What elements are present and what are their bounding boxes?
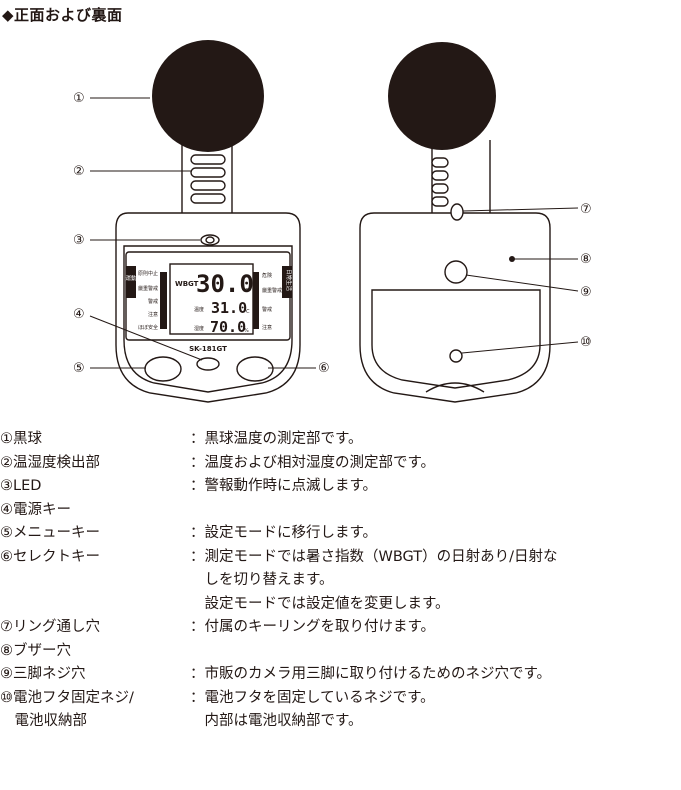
lcd-hum-label: 湿度 <box>194 325 204 332</box>
lcd-left-level: 注意 <box>148 311 158 318</box>
item-text: ：設定モードに移行します。 <box>190 525 378 541</box>
back-sensor-slot <box>431 157 449 168</box>
ring-hole <box>450 203 464 221</box>
lcd-temp-unit: ℃ <box>244 309 250 315</box>
select-key-outline <box>236 356 274 382</box>
lcd-temp-label: 温度 <box>194 306 204 313</box>
item-term: ⑧ブザー穴 <box>0 642 71 659</box>
list-item: ⑩電池フタ固定ネジ/ 電池収納部 ：電池フタを固定しているネジです。 内部は電池収… <box>0 687 681 734</box>
battery-screw <box>449 349 463 363</box>
lcd-hum-unit: % <box>244 328 249 334</box>
list-item: ⑦リング通し穴 ：付属のキーリングを取り付けます。 <box>0 616 681 640</box>
lcd-hum-value: 70.0 <box>210 318 246 336</box>
item-text <box>190 640 681 664</box>
item-text: ：電池フタを固定しているネジです。 内部は電池収納部です。 <box>190 689 435 730</box>
lcd-left-level: 原則中止 <box>138 270 158 277</box>
back-view <box>359 140 551 403</box>
item-text: ：温度および相対湿度の測定部です。 <box>190 454 436 471</box>
model-number: SK-181GT <box>189 345 227 353</box>
list-item: ②温湿度検出部 ：温度および相対湿度の測定部です。 <box>0 452 681 476</box>
lcd-right-levelbar <box>253 272 259 329</box>
callout-6: ⑥ <box>318 361 330 376</box>
list-item: ①黒球 ：黒球温度の測定部です。 <box>0 428 681 452</box>
lcd-left-tab <box>126 266 136 298</box>
parts-description-list: ①黒球 ：黒球温度の測定部です。 ②温湿度検出部 ：温度および相対湿度の測定部です。… <box>0 428 681 734</box>
item-term: ③LED <box>0 478 42 494</box>
lcd-wbgt-value: 30.0 <box>196 270 254 298</box>
front-face-panel <box>123 245 293 393</box>
list-item: ③LED ：警報動作時に点滅します。 <box>0 475 681 499</box>
item-term: ①黒球 <box>0 431 42 447</box>
item-term: ⑥セレクトキー <box>0 548 100 565</box>
item-text: ：付属のキーリングを取り付けます。 <box>190 619 436 635</box>
callout-4: ④ <box>73 307 85 322</box>
device-diagram: 運動 日常生活 原則中止 厳重警戒 警戒 注意 ほぼ安全 危険 厳重警戒 警戒 … <box>73 40 592 403</box>
list-item: ⑥セレクトキー ：測定モードでは暑さ指数（WBGT）の日射あり/日射な しを切り替… <box>0 546 681 617</box>
callout-9: ⑨ <box>580 285 592 300</box>
back-sensor-slot <box>431 183 449 194</box>
callout-10: ⑩ <box>580 335 592 350</box>
item-term: ⑤メニューキー <box>0 525 100 541</box>
lcd-left-tab-label: 運動 <box>125 274 137 282</box>
front-black-globe <box>152 40 264 152</box>
lcd-right-level: 厳重警戒 <box>262 287 282 294</box>
item-term: ⑦リング通し穴 <box>0 619 100 635</box>
lcd-left-levelbar <box>160 272 167 329</box>
back-sensor-slot <box>431 196 449 207</box>
callout-3: ③ <box>73 233 85 248</box>
power-key-outline <box>196 357 220 371</box>
item-text <box>190 499 681 523</box>
list-item: ⑧ブザー穴 <box>0 640 681 664</box>
item-term: ⑩電池フタ固定ネジ/ 電池収納部 <box>0 689 134 730</box>
callout-7: ⑦ <box>580 202 592 217</box>
list-item: ④電源キー <box>0 499 681 523</box>
item-text: ：警報動作時に点滅します。 <box>190 478 378 494</box>
back-sensor-slot <box>431 170 449 181</box>
lcd-wbgt-label: WBGT <box>175 280 199 288</box>
battery-cover-notch <box>425 382 485 393</box>
sensor-slot <box>190 180 226 191</box>
callout-5: ⑤ <box>73 361 85 376</box>
item-text: ：測定モードでは暑さ指数（WBGT）の日射あり/日射な しを切り替えます。 設定… <box>190 548 558 612</box>
lcd-right-level: 注意 <box>262 324 272 331</box>
lcd-right-level: 警戒 <box>262 306 272 313</box>
section-heading: ◆正面および裏面 <box>2 6 123 24</box>
lcd-left-level: ほぼ安全 <box>138 324 158 331</box>
list-item: ⑤メニューキー ：設定モードに移行します。 <box>0 522 681 546</box>
callout-numbers: ① ② ③ ④ ⑤ ⑥ ⑦ ⑧ ⑨ ⑩ <box>73 91 592 376</box>
back-black-globe <box>388 42 496 150</box>
callout-2: ② <box>73 164 85 179</box>
tripod-hole <box>444 260 468 284</box>
front-view <box>115 140 301 403</box>
lcd-content: 運動 日常生活 原則中止 厳重警戒 警戒 注意 ほぼ安全 危険 厳重警戒 警戒 … <box>125 269 293 353</box>
lcd-right-tab <box>282 266 292 298</box>
lcd-left-level: 厳重警戒 <box>138 285 158 292</box>
item-term: ②温湿度検出部 <box>0 454 100 471</box>
lcd-wbgt-unit: ℃ <box>243 288 249 294</box>
item-text: ：市販のカメラ用三脚に取り付けるためのネジ穴です。 <box>190 666 552 682</box>
callout-leaders <box>89 97 579 369</box>
list-item: ⑨三脚ネジ穴 ：市販のカメラ用三脚に取り付けるためのネジ穴です。 <box>0 663 681 687</box>
sensor-slot <box>190 154 226 165</box>
menu-key-outline <box>144 356 182 382</box>
back-body <box>359 212 551 403</box>
item-term: ⑨三脚ネジ穴 <box>0 666 86 682</box>
sensor-slot <box>190 167 226 178</box>
battery-cover <box>371 289 541 389</box>
sensor-slot <box>190 193 226 204</box>
lcd-left-level: 警戒 <box>148 298 158 305</box>
callout-1: ① <box>73 91 85 106</box>
item-term: ④電源キー <box>0 501 71 518</box>
lcd-temp-value: 31.0 <box>211 299 247 317</box>
lcd-right-level: 危険 <box>262 272 272 279</box>
callout-8: ⑧ <box>580 252 592 267</box>
item-text: ：黒球温度の測定部です。 <box>190 431 363 447</box>
lcd-right-tab-label: 日常生活 <box>285 269 293 292</box>
